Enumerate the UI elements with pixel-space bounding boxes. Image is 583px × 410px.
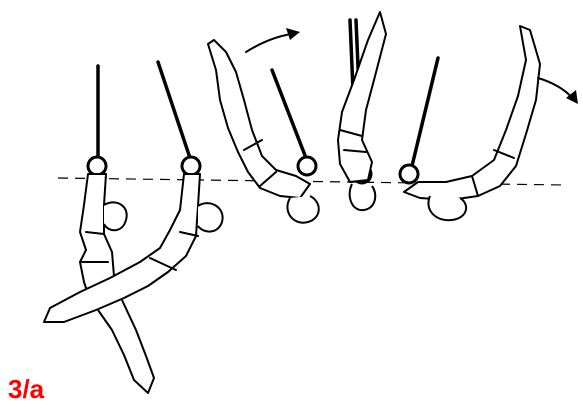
arrow-down-right-shaft	[538, 78, 572, 98]
gymnast-figure-1	[80, 66, 154, 393]
figure-label: 3/a	[8, 374, 44, 405]
ring-cable-3	[272, 70, 306, 158]
ring-cable-2	[158, 62, 190, 158]
gymnast-head-2	[198, 203, 223, 231]
gymnast-head-5	[428, 196, 466, 220]
ring-1	[88, 157, 106, 175]
gymnast-body-4	[338, 12, 386, 182]
ring-3	[298, 157, 316, 175]
ring-5	[400, 165, 418, 183]
gymnast-head-4	[350, 184, 376, 210]
gymnast-head-3	[287, 196, 318, 223]
arrow-down-right-head	[566, 90, 578, 104]
gymnast-body-2	[44, 174, 200, 322]
gymnast-figure-4	[338, 12, 386, 210]
arrow-right-shaft	[246, 34, 292, 52]
arrow-right-head	[286, 28, 300, 40]
ring-2	[182, 157, 200, 175]
arrow-right	[246, 28, 300, 52]
arrow-down-right	[538, 78, 578, 104]
gymnast-figure-3	[208, 40, 319, 223]
gymnast-figure-2	[44, 62, 223, 322]
gymnast-figure-5	[400, 26, 540, 220]
gymnast-body-3	[208, 40, 310, 198]
gymnast-head-1	[104, 202, 127, 230]
ring-cable-5	[412, 58, 438, 166]
